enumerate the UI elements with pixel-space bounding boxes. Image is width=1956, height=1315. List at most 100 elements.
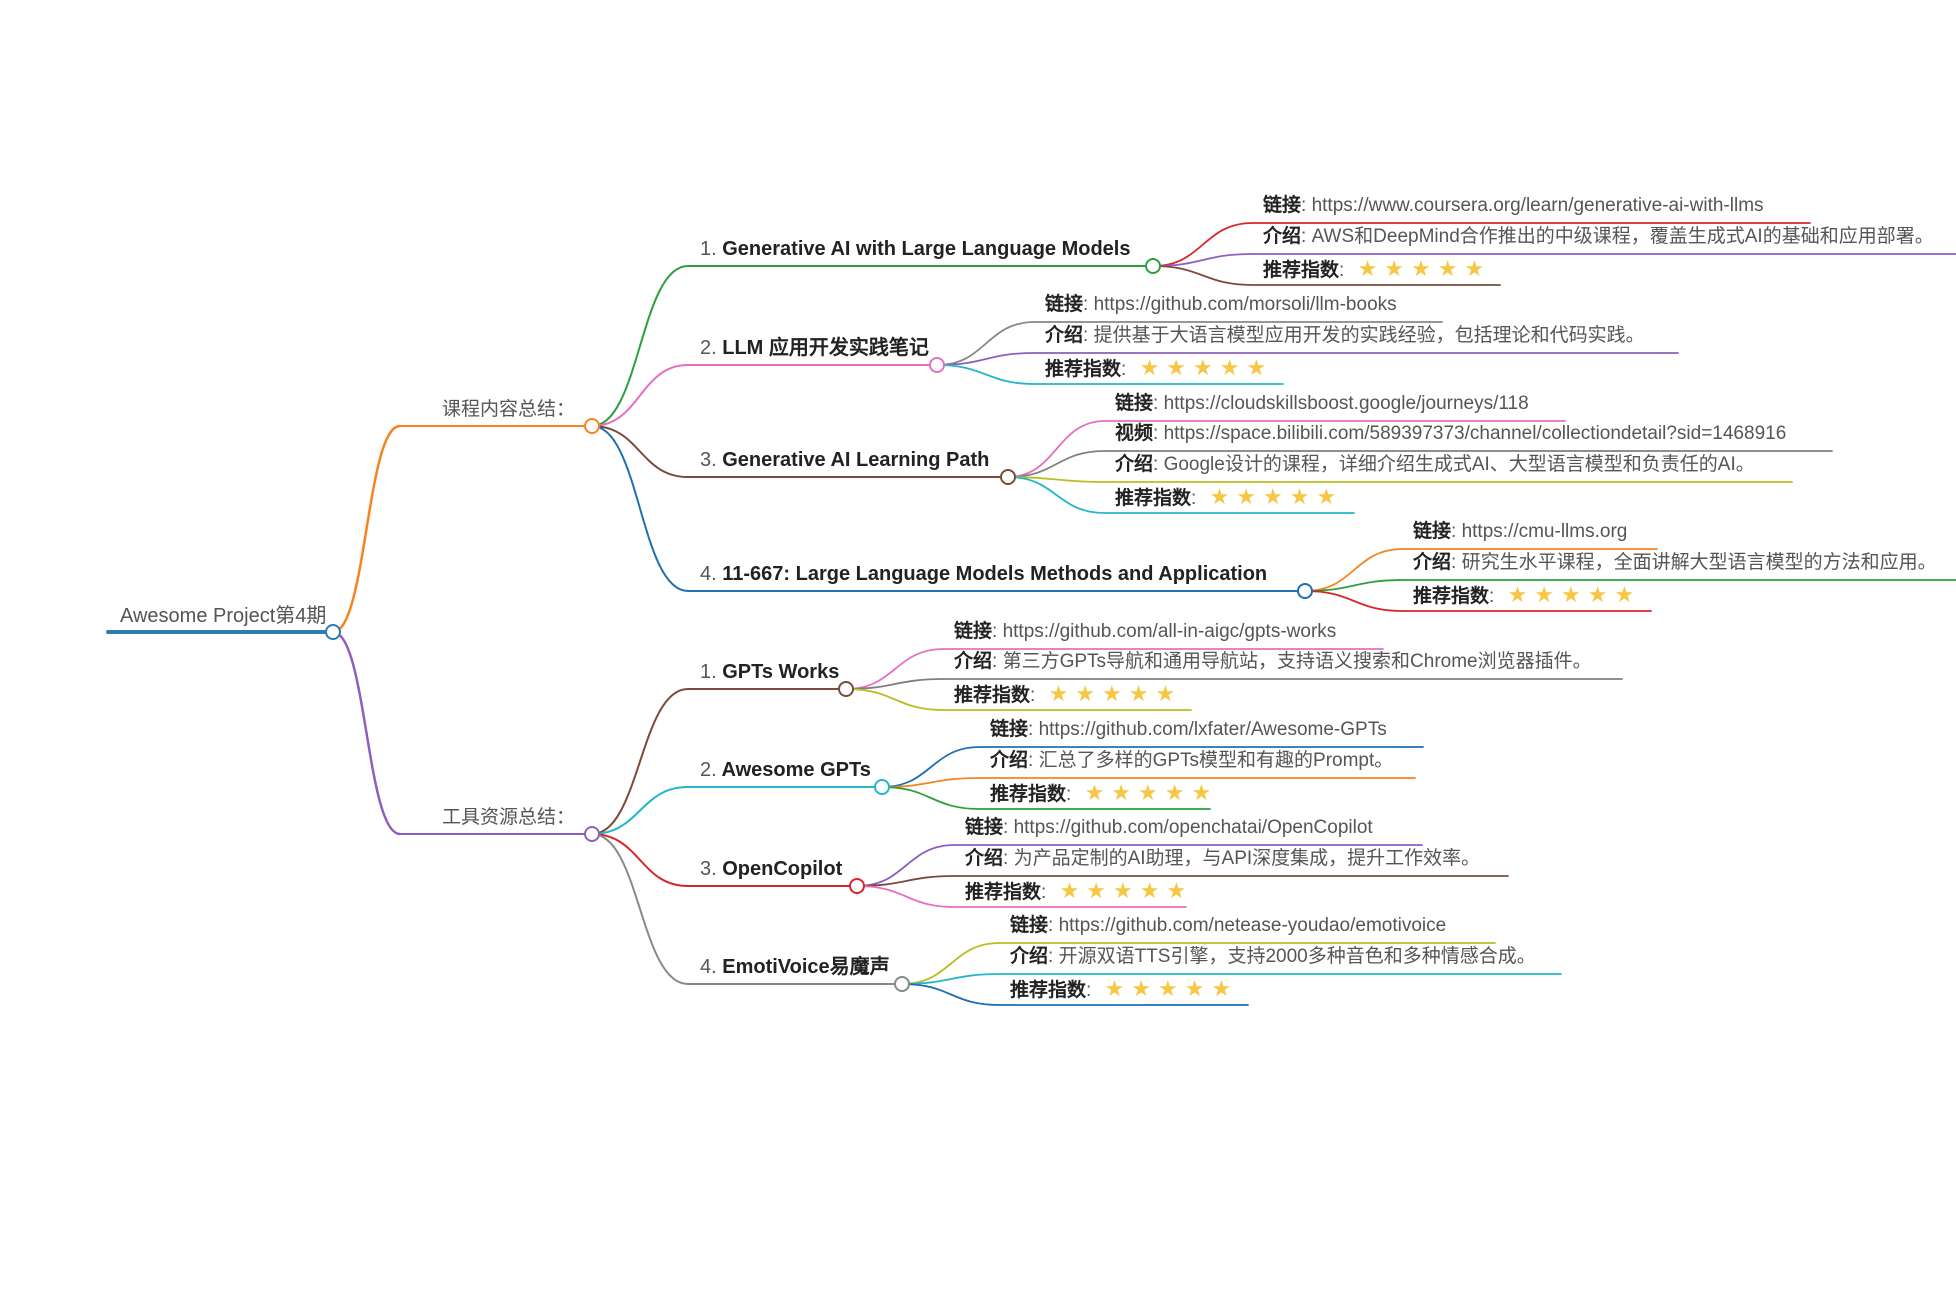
- leaf-key: 推荐指数: [1263, 260, 1340, 281]
- leaf-topic[interactable]: 链接: https://github.com/netease-youdao/em…: [1010, 916, 1446, 935]
- item-topic[interactable]: 4. EmotiVoice易魔声: [700, 957, 890, 977]
- item-node-circle[interactable]: [1000, 469, 1016, 485]
- item-number: 3.: [700, 449, 717, 471]
- leaf-colon: :: [992, 621, 1003, 642]
- leaf-key: 链接: [1263, 195, 1302, 216]
- leaf-topic[interactable]: 视频: https://space.bilibili.com/589397373…: [1115, 424, 1786, 443]
- item-node-circle[interactable]: [838, 681, 854, 697]
- category-topic[interactable]: 课程内容总结：: [442, 400, 575, 419]
- leaf-connector: [845, 688, 945, 711]
- leaf-topic[interactable]: 介绍: 提供基于大语言模型应用开发的实践经验，包括理论和代码实践。: [1045, 326, 1645, 345]
- leaf-topic[interactable]: 介绍: 研究生水平课程，全面讲解大型语言模型的方法和应用。: [1413, 553, 1937, 572]
- leaf-colon: :: [1153, 454, 1164, 475]
- leaf-value: https://cloudskillsboost.google/journeys…: [1163, 393, 1529, 414]
- leaf-topic[interactable]: 链接: https://cloudskillsboost.google/jour…: [1115, 394, 1529, 413]
- leaf-colon: :: [1048, 915, 1059, 936]
- leaf-key: 介绍: [954, 651, 993, 672]
- leaf-key: 链接: [954, 621, 993, 642]
- item-title: EmotiVoice易魔声: [722, 956, 890, 978]
- leaf-colon: :: [1153, 423, 1164, 444]
- leaf-topic[interactable]: 推荐指数: ★★★★★: [990, 782, 1218, 805]
- leaf-colon: :: [1066, 784, 1077, 805]
- leaf-value: https://github.com/morsoli/llm-books: [1093, 294, 1397, 315]
- leaf-topic[interactable]: 介绍: AWS和DeepMind合作推出的中级课程，覆盖生成式AI的基础和应用部…: [1263, 227, 1934, 246]
- leaf-topic[interactable]: 链接: https://www.coursera.org/learn/gener…: [1263, 196, 1764, 215]
- leaf-topic[interactable]: 介绍: 开源双语TTS引擎，支持2000多种音色和多种情感合成。: [1010, 947, 1536, 966]
- category-topic[interactable]: 工具资源总结：: [442, 808, 575, 827]
- leaf-connector: [901, 973, 1001, 985]
- item-connector: [591, 786, 689, 835]
- leaf-connector: [901, 942, 1001, 985]
- leaf-key: 链接: [990, 719, 1029, 740]
- item-topic[interactable]: 1. Generative AI with Large Language Mod…: [700, 239, 1130, 259]
- leaf-topic[interactable]: 推荐指数: ★★★★★: [1045, 357, 1273, 380]
- category-node-circle[interactable]: [584, 826, 600, 842]
- leaf-value: 开源双语TTS引擎，支持2000多种音色和多种情感合成。: [1058, 946, 1536, 967]
- leaf-topic[interactable]: 链接: https://github.com/morsoli/llm-books: [1045, 295, 1397, 314]
- category-connector: [332, 424, 401, 634]
- leaf-topic[interactable]: 链接: https://cmu-llms.org: [1413, 522, 1627, 541]
- leaf-topic[interactable]: 推荐指数: ★★★★★: [954, 681, 1183, 706]
- item-topic[interactable]: 4. 11-667: Large Language Models Methods…: [700, 564, 1267, 584]
- root-node-circle[interactable]: [325, 624, 341, 640]
- leaf-topic[interactable]: 介绍: 第三方GPTs导航和通用导航站，支持语义搜索和Chrome浏览器插件。: [954, 652, 1592, 671]
- item-node-circle[interactable]: [849, 878, 865, 894]
- item-node-circle[interactable]: [1145, 258, 1161, 274]
- item-node-circle[interactable]: [874, 779, 890, 795]
- leaf-connector: [1007, 450, 1106, 478]
- leaf-topic[interactable]: 链接: https://github.com/all-in-aigc/gpts-…: [954, 622, 1336, 641]
- leaf-topic[interactable]: 推荐指数: ★★★★★: [965, 878, 1194, 903]
- item-number: 1.: [700, 238, 717, 260]
- item-number: 4.: [700, 563, 717, 585]
- leaf-key: 推荐指数: [1413, 586, 1490, 607]
- leaf-key: 链接: [1413, 521, 1452, 542]
- rating-stars: ★★★★★: [1059, 878, 1194, 903]
- item-topic[interactable]: 3. OpenCopilot: [700, 859, 842, 879]
- leaf-colon: :: [1086, 980, 1097, 1001]
- item-title: GPTs Works: [722, 661, 840, 683]
- item-topic[interactable]: 1. GPTs Works: [700, 662, 839, 682]
- leaf-connector: [1007, 420, 1106, 478]
- leaf-connector: [1007, 476, 1106, 483]
- leaf-topic[interactable]: 介绍: Google设计的课程，详细介绍生成式AI、大型语言模型和负责任的AI。: [1115, 455, 1755, 474]
- leaf-topic[interactable]: 推荐指数: ★★★★★: [1413, 584, 1641, 607]
- leaf-topic[interactable]: 链接: https://github.com/lxfater/Awesome-G…: [990, 720, 1387, 739]
- leaf-topic[interactable]: 推荐指数: ★★★★★: [1115, 486, 1343, 509]
- leaf-topic[interactable]: 推荐指数: ★★★★★: [1263, 258, 1491, 281]
- leaf-key: 介绍: [1413, 552, 1452, 573]
- item-topic[interactable]: 2. LLM 应用开发实践笔记: [700, 338, 929, 358]
- item-title: Awesome GPTs: [721, 759, 871, 781]
- leaf-value: 研究生水平课程，全面讲解大型语言模型的方法和应用。: [1461, 552, 1937, 573]
- leaf-connector: [936, 321, 1036, 366]
- item-node-circle[interactable]: [929, 357, 945, 373]
- root-topic[interactable]: Awesome Project第4期: [120, 606, 326, 626]
- item-node-circle[interactable]: [894, 976, 910, 992]
- leaf-key: 推荐指数: [1010, 980, 1087, 1001]
- category-node-circle[interactable]: [584, 418, 600, 434]
- leaf-value: 提供基于大语言模型应用开发的实践经验，包括理论和代码实践。: [1093, 325, 1645, 346]
- leaf-topic[interactable]: 链接: https://github.com/openchatai/OpenCo…: [965, 818, 1373, 837]
- leaf-value: https://www.coursera.org/learn/generativ…: [1311, 195, 1764, 216]
- item-topic[interactable]: 3. Generative AI Learning Path: [700, 450, 989, 470]
- leaf-colon: :: [992, 651, 1003, 672]
- item-number: 4.: [700, 956, 717, 978]
- leaf-key: 链接: [1115, 393, 1154, 414]
- leaf-colon: :: [1030, 685, 1041, 706]
- leaf-key: 介绍: [1010, 946, 1049, 967]
- leaf-connector: [881, 777, 981, 788]
- leaf-colon: :: [1003, 817, 1014, 838]
- leaf-topic[interactable]: 推荐指数: ★★★★★: [1010, 978, 1238, 1001]
- item-node-circle[interactable]: [1297, 583, 1313, 599]
- item-topic[interactable]: 2. Awesome GPTs: [700, 760, 871, 780]
- leaf-topic[interactable]: 介绍: 汇总了多样的GPTs模型和有趣的Prompt。: [990, 751, 1393, 770]
- item-number: 1.: [700, 661, 717, 683]
- item-connector: [591, 688, 689, 835]
- rating-stars: ★★★★★: [1048, 681, 1183, 706]
- leaf-colon: :: [1301, 226, 1312, 247]
- item-connector: [591, 833, 689, 887]
- leaf-connector: [1152, 253, 1254, 267]
- leaf-topic[interactable]: 介绍: 为产品定制的AI助理，与API深度集成，提升工作效率。: [965, 849, 1480, 868]
- leaf-value: https://github.com/lxfater/Awesome-GPTs: [1038, 719, 1387, 740]
